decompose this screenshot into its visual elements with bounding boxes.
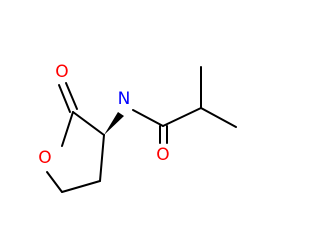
bond-carbonyl-c-to-ring-o bbox=[61, 111, 74, 147]
bond-n-to-amide-carbonyl-c bbox=[132, 109, 164, 127]
bond-ch2-to-alpha-c bbox=[99, 134, 105, 182]
bond-carbonyl-c-to-ch bbox=[162, 107, 202, 127]
bond-ch-to-methyl-right bbox=[200, 107, 237, 128]
atom-label-ring-oxygen: O bbox=[38, 148, 51, 168]
atom-label-amide-oxygen: O bbox=[156, 145, 169, 165]
bond-ring-o-to-ch2 bbox=[46, 171, 63, 193]
chemical-structure-diagram: O O N O bbox=[38, 62, 237, 193]
atom-label-amide-nitrogen: N bbox=[118, 89, 131, 109]
bond-ch2-to-ch2 bbox=[61, 180, 101, 193]
bond-ring-carbonyl-double-2 bbox=[65, 82, 78, 110]
bond-alpha-c-to-carbonyl-c bbox=[72, 111, 105, 136]
stereo-wedge-bond bbox=[104, 112, 124, 135]
atom-label-ring-carbonyl-oxygen: O bbox=[55, 62, 68, 82]
bond-ring-carbonyl-double-1 bbox=[58, 84, 71, 113]
